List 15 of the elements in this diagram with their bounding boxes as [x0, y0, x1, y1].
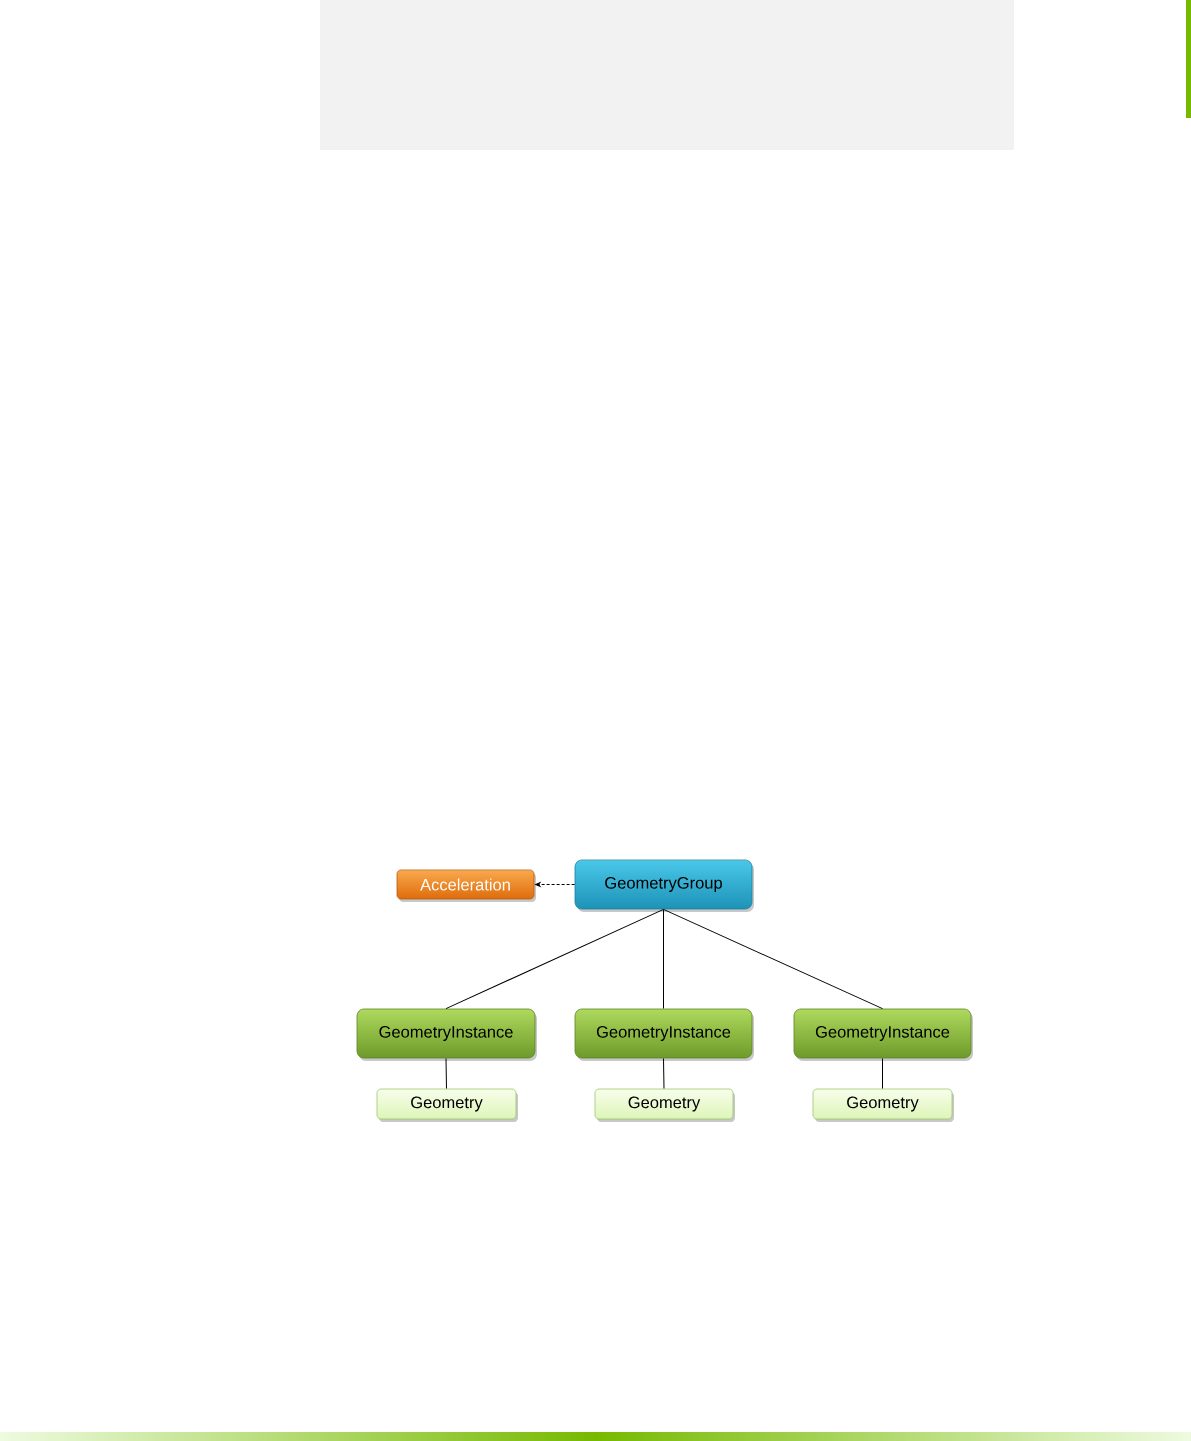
class-box: GeometryInstance	[356, 1008, 537, 1061]
connector-line	[445, 1057, 447, 1090]
connector-line	[882, 1057, 883, 1090]
class-box: Geometry	[594, 1088, 735, 1122]
connector-line	[663, 908, 883, 1010]
class-box: Acceleration	[396, 869, 536, 902]
class-box: GeometryInstance	[574, 1008, 754, 1061]
class-box: GeometryGroup	[574, 859, 754, 912]
class-box: Geometry	[812, 1088, 954, 1122]
dashed-arrow	[535, 882, 576, 887]
connector-line	[663, 908, 664, 1010]
connector-line	[663, 1057, 665, 1090]
connector-line	[445, 908, 664, 1010]
class-box: GeometryInstance	[793, 1008, 973, 1061]
class-box: Geometry	[376, 1088, 518, 1122]
